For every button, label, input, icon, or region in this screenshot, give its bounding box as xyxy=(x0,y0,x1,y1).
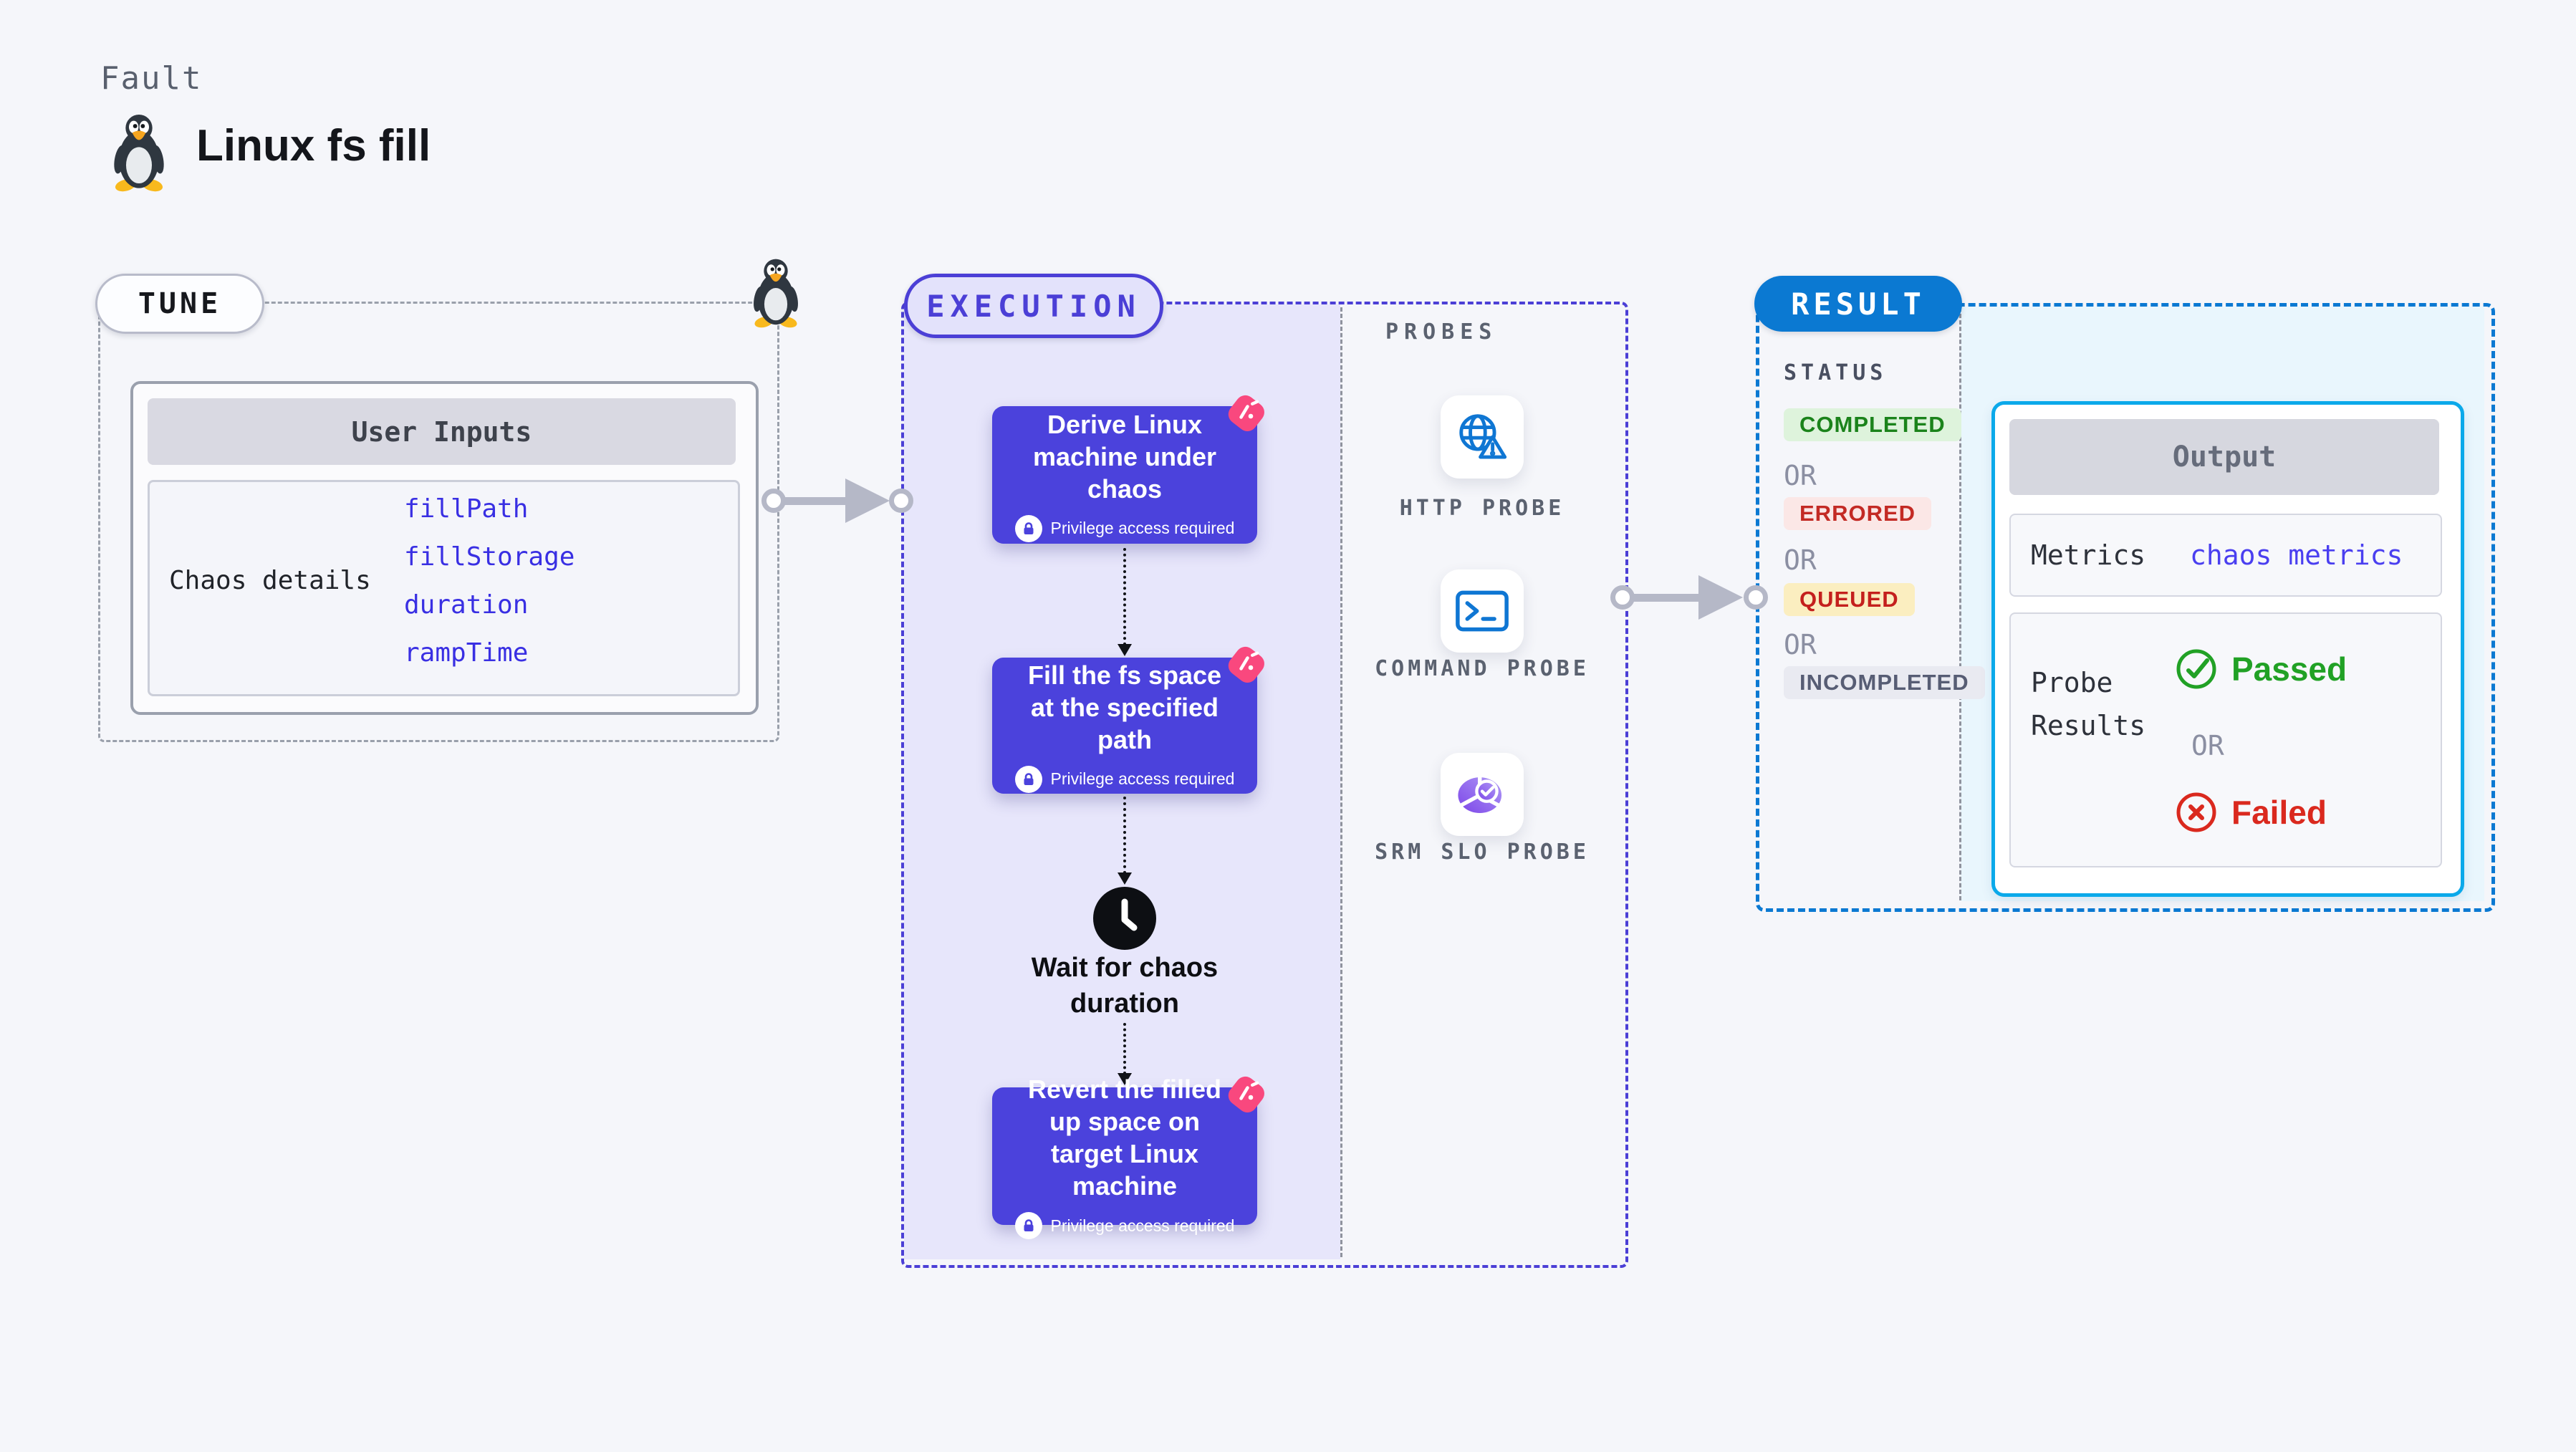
fault-eyebrow: Fault xyxy=(100,60,203,97)
privilege-badge-label: Privilege access required xyxy=(1050,1216,1235,1235)
metrics-label: Metrics xyxy=(2031,539,2146,571)
flow-arrowhead-icon xyxy=(1118,644,1132,656)
execution-to-result-arrowhead-icon xyxy=(1698,575,1743,620)
step-card-revert-space: Revert the filled up space on target Lin… xyxy=(992,1074,1264,1239)
command-probe-card xyxy=(1441,569,1524,653)
step-card-derive-machine: Derive Linux machine under chaos Privile… xyxy=(992,395,1264,544)
execution-probes-divider xyxy=(1340,307,1342,1257)
tune-to-execution-arrow-line xyxy=(772,497,848,505)
x-circle-icon xyxy=(2176,792,2216,832)
http-probe-card xyxy=(1441,395,1524,479)
failed-label: Failed xyxy=(2231,794,2327,831)
or-label: OR xyxy=(1784,544,1817,576)
lock-icon xyxy=(1014,1212,1042,1239)
status-badge-queued: QUEUED xyxy=(1784,583,1915,616)
wait-duration-label: Wait for chaos duration xyxy=(1031,953,1219,1019)
tune-section-frame xyxy=(98,302,779,742)
probes-connector-dot-icon xyxy=(1610,585,1635,610)
http-probe-label: HTTP PROBE xyxy=(1399,496,1565,521)
step-card-fill-fs: Fill the fs space at the specified path … xyxy=(992,646,1264,794)
flow-arrowhead-icon xyxy=(1118,1073,1132,1085)
user-inputs-header: User Inputs xyxy=(148,398,736,465)
flow-connector xyxy=(1123,797,1126,874)
flow-connector xyxy=(1123,548,1126,645)
privilege-badge-label: Privilege access required xyxy=(1050,769,1235,788)
step-title: Revert the filled up space on target Lin… xyxy=(1027,1074,1222,1201)
chaos-experiment-badge-icon xyxy=(1223,642,1270,689)
step-title: Derive Linux machine under chaos xyxy=(1032,409,1217,504)
chaos-details-box xyxy=(148,480,740,696)
chaos-details-label: Chaos details xyxy=(169,566,371,595)
probes-section-label: PROBES xyxy=(1385,319,1498,345)
execution-connector-dot-icon xyxy=(889,489,913,513)
chaos-experiment-badge-icon xyxy=(1223,390,1270,438)
chaos-metrics-link[interactable]: chaos metrics xyxy=(2190,539,2403,571)
status-badge-completed: COMPLETED xyxy=(1784,408,1961,441)
slo-pie-icon xyxy=(1458,776,1502,813)
srm-slo-probe-card xyxy=(1441,753,1524,836)
globe-alert-icon xyxy=(1459,414,1507,459)
result-status-divider xyxy=(1959,307,1961,900)
tux-penguin-icon xyxy=(109,112,169,192)
flow-connector xyxy=(1123,1023,1126,1074)
page-title: Linux fs fill xyxy=(196,121,431,170)
chaos-experiment-badge-icon xyxy=(1223,1072,1270,1119)
status-badge-errored: ERRORED xyxy=(1784,497,1932,530)
or-label: OR xyxy=(2191,730,2224,761)
passed-label: Passed xyxy=(2231,650,2347,688)
or-label: OR xyxy=(1784,629,1817,660)
srm-slo-probe-label: SRM SLO PROBE xyxy=(1375,840,1590,865)
privilege-badge-label: Privilege access required xyxy=(1050,519,1235,537)
tux-penguin-small-icon xyxy=(749,256,802,328)
input-link-duration[interactable]: duration xyxy=(404,590,529,620)
result-connector-dot-icon xyxy=(1744,585,1768,610)
metrics-row: Metrics chaos metrics xyxy=(2009,514,2442,597)
tune-section-pill: TUNE xyxy=(95,274,264,334)
tune-connector-dot-icon xyxy=(761,489,786,513)
input-link-ramptime[interactable]: rampTime xyxy=(404,638,529,668)
input-link-fillstorage[interactable]: fillStorage xyxy=(404,542,575,572)
failed-result: Failed xyxy=(2176,792,2327,833)
lock-icon xyxy=(1014,514,1042,542)
command-probe-label: COMMAND PROBE xyxy=(1375,656,1590,681)
output-card: Output Metrics chaos metrics Probe Resul… xyxy=(1991,401,2464,897)
terminal-icon xyxy=(1456,590,1509,632)
status-badge-incompleted: INCOMPLETED xyxy=(1784,666,1985,699)
flow-arrowhead-icon xyxy=(1118,872,1132,885)
result-section-pill: RESULT xyxy=(1754,276,1962,332)
clock-icon xyxy=(1093,887,1156,950)
probe-results-label: Probe Results xyxy=(2031,667,2146,741)
passed-result: Passed xyxy=(2176,648,2347,690)
lock-icon xyxy=(1014,765,1042,793)
probe-results-row: Probe Results Passed OR Failed xyxy=(2009,612,2442,867)
execution-section-pill: EXECUTION xyxy=(904,274,1163,338)
input-link-fillpath[interactable]: fillPath xyxy=(404,494,529,524)
step-title: Fill the fs space at the specified path xyxy=(1027,660,1222,754)
execution-to-result-arrow-line xyxy=(1621,594,1701,602)
check-circle-icon xyxy=(2176,649,2216,689)
or-label: OR xyxy=(1784,460,1817,491)
status-heading: STATUS xyxy=(1784,360,1888,385)
output-header: Output xyxy=(2009,419,2439,495)
execution-section-frame xyxy=(901,302,1628,1268)
tune-to-execution-arrowhead-icon xyxy=(845,479,890,523)
